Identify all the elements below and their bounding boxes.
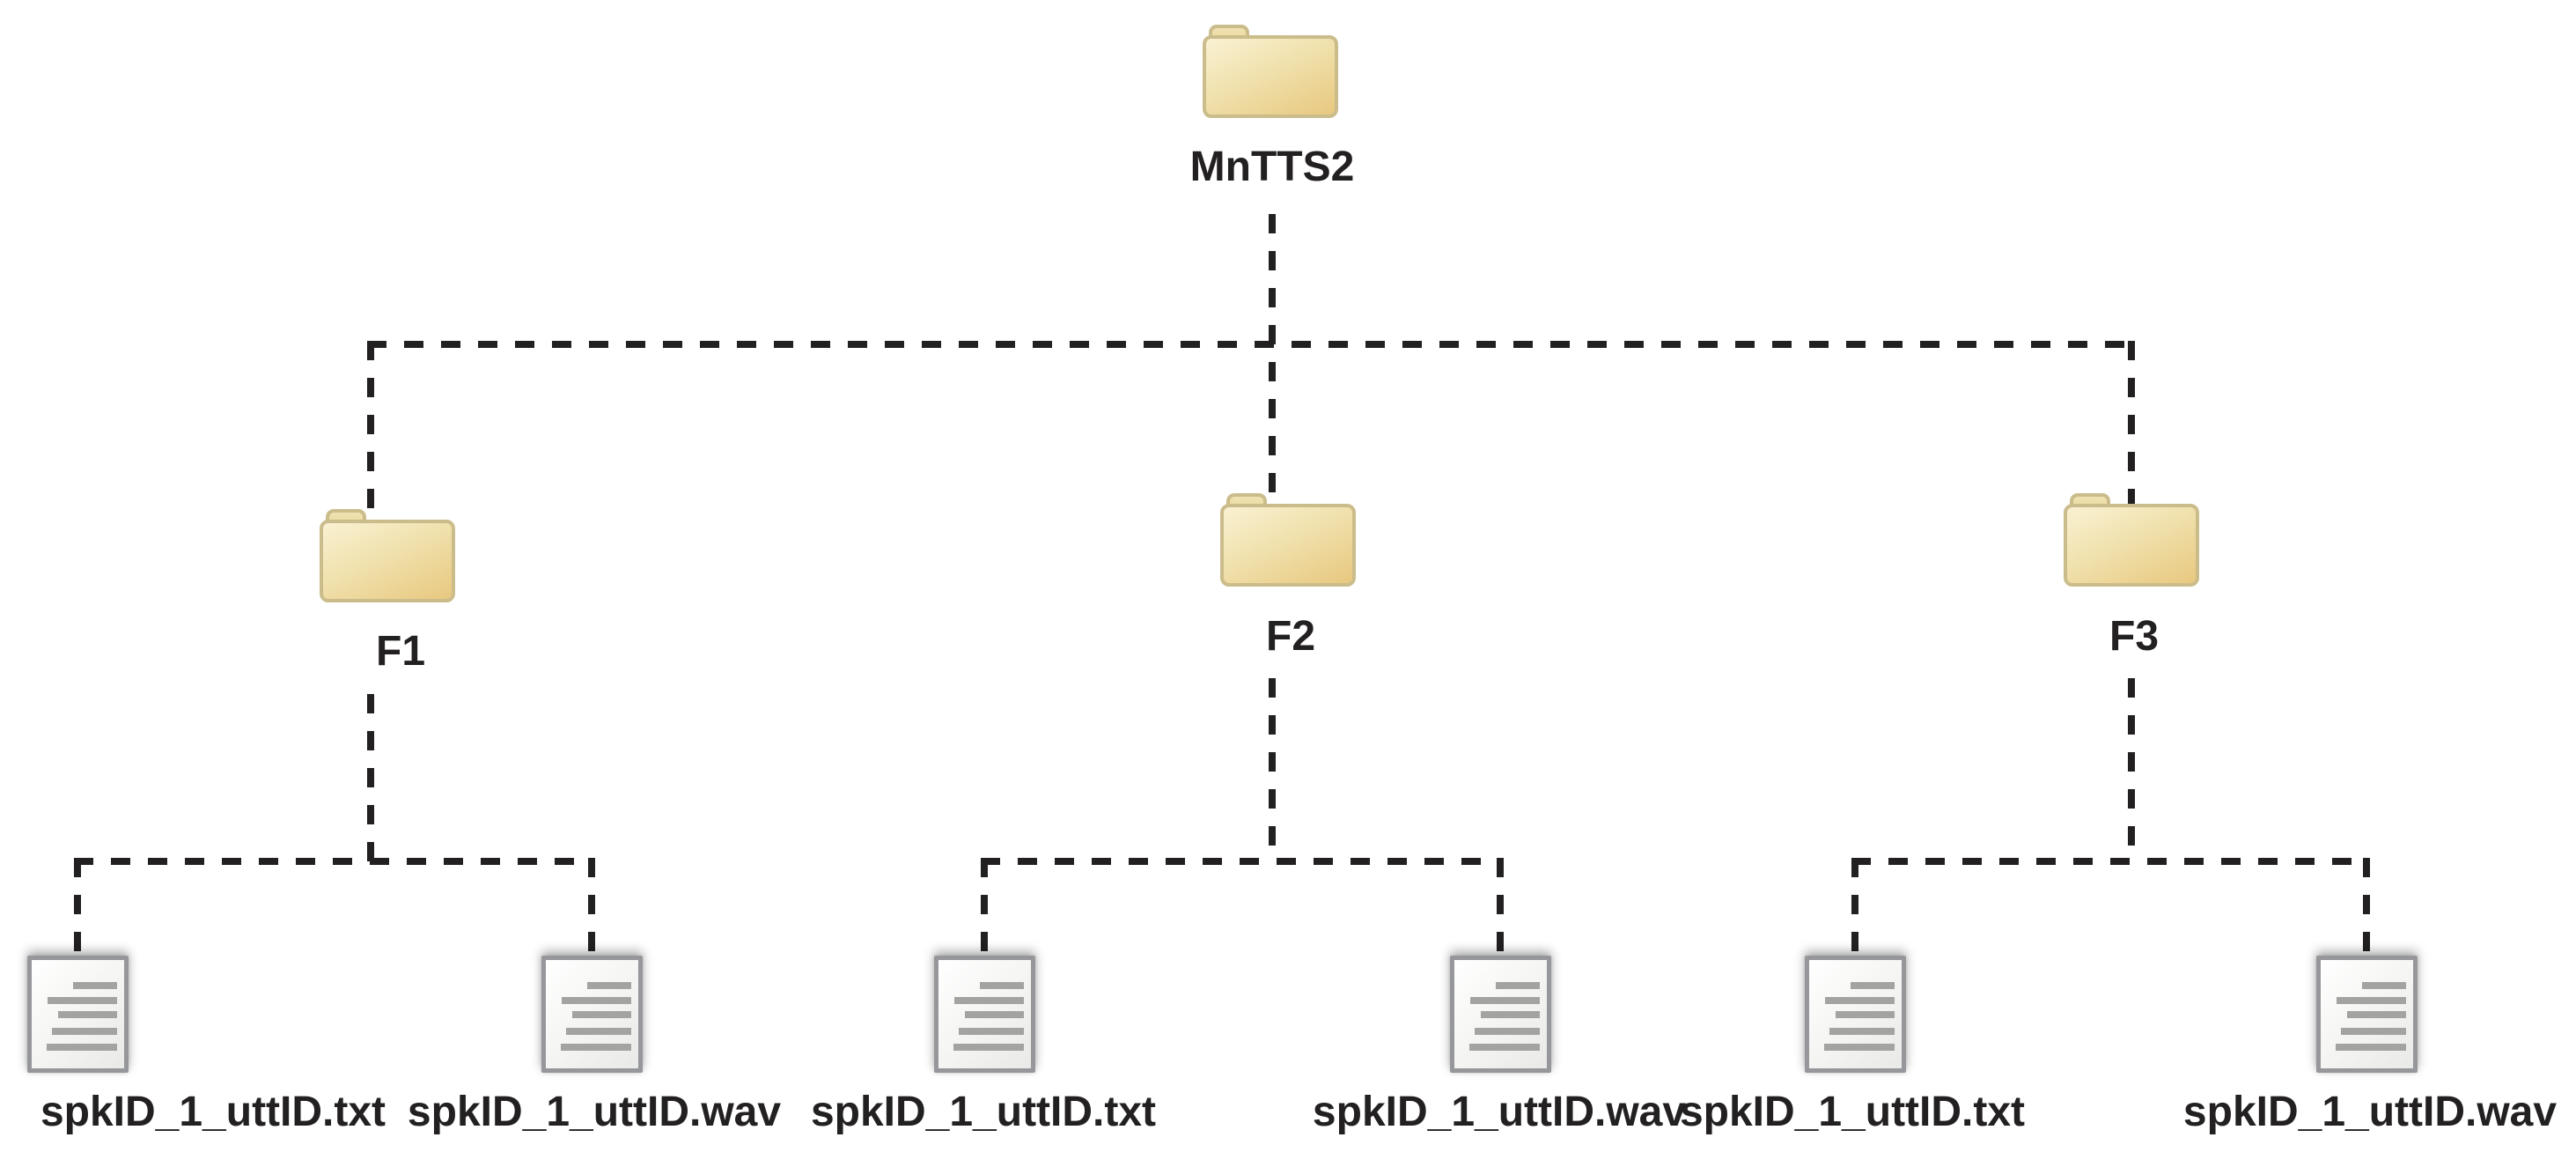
connector-f2-vertical [1269, 678, 1276, 861]
connector-root-vertical [1269, 214, 1276, 505]
doc-line [953, 1044, 1024, 1051]
file-label: spkID_1_uttID.wav [407, 1089, 782, 1135]
connector-f2-horizontal [981, 858, 1504, 865]
folder-icon [1220, 493, 1356, 587]
doc-line [58, 1011, 117, 1018]
root-folder-label: MnTTS2 [1189, 144, 1355, 190]
file-label: spkID_1_uttID.txt [40, 1089, 386, 1135]
doc-line [562, 997, 631, 1004]
folder-f2-label: F2 [1265, 613, 1316, 660]
doc-line [2341, 1028, 2406, 1035]
doc-line [1851, 982, 1895, 989]
doc-line [965, 1011, 1024, 1018]
folder-body [1220, 504, 1356, 587]
doc-line [566, 1028, 631, 1035]
folder-icon [320, 509, 455, 602]
connector-f2-file2-drop [1497, 858, 1504, 956]
folder-f1-label: F1 [375, 628, 426, 675]
document-icon [2316, 956, 2418, 1073]
doc-line [587, 982, 631, 989]
doc-line [1481, 1011, 1540, 1018]
doc-line [1470, 997, 1540, 1004]
document-icon [27, 956, 129, 1073]
connector-level1-horizontal [367, 341, 2135, 348]
folder-body [320, 520, 455, 602]
doc-line [1824, 1044, 1895, 1051]
doc-line [52, 1028, 117, 1035]
document-icon [1450, 956, 1551, 1073]
doc-line [47, 1044, 117, 1051]
document-icon [541, 956, 643, 1073]
doc-line [2362, 982, 2406, 989]
doc-line [1469, 1044, 1540, 1051]
connector-f3-file2-drop [2363, 858, 2370, 956]
doc-line [1836, 1011, 1895, 1018]
doc-line [48, 997, 117, 1004]
connector-f1-vertical [367, 694, 374, 861]
document-icon [934, 956, 1035, 1073]
connector-f3-vertical [2128, 678, 2135, 861]
connector-f3-file1-drop [1851, 858, 1858, 956]
folder-icon [1203, 25, 1338, 118]
doc-line [959, 1028, 1024, 1035]
connector-f2-file1-drop [981, 858, 988, 956]
doc-line [1829, 1028, 1895, 1035]
file-label: spkID_1_uttID.wav [2182, 1089, 2558, 1135]
connector-drop-f3 [2128, 341, 2135, 507]
file-label: spkID_1_uttID.txt [1679, 1089, 2026, 1135]
doc-line [980, 982, 1024, 989]
doc-line [1825, 997, 1895, 1004]
connector-f1-horizontal [74, 858, 595, 865]
document-icon [1805, 956, 1906, 1073]
doc-line [572, 1011, 631, 1018]
doc-line [561, 1044, 631, 1051]
folder-f3-label: F3 [2109, 613, 2160, 660]
doc-line [2336, 1044, 2406, 1051]
file-label: spkID_1_uttID.txt [810, 1089, 1157, 1135]
connector-f3-horizontal [1851, 858, 2370, 865]
doc-line [1475, 1028, 1540, 1035]
folder-body [1203, 35, 1338, 118]
doc-line [2347, 1011, 2406, 1018]
connector-f1-file2-drop [588, 858, 595, 956]
connector-drop-f1 [367, 341, 374, 509]
doc-line [954, 997, 1024, 1004]
doc-line [2337, 997, 2406, 1004]
connector-f1-file1-drop [74, 858, 81, 956]
file-label: spkID_1_uttID.wav [1312, 1089, 1687, 1135]
folder-body [2064, 504, 2199, 587]
doc-line [73, 982, 117, 989]
folder-icon [2064, 493, 2199, 587]
doc-line [1496, 982, 1540, 989]
